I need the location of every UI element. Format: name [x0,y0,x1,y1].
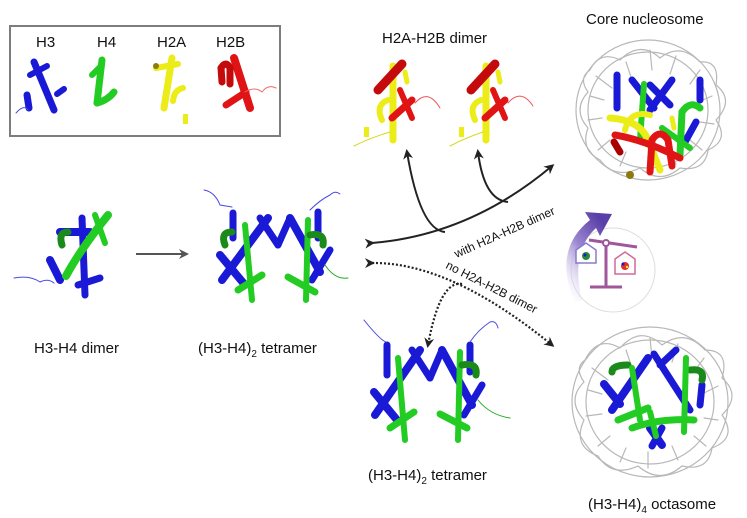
with-dimer-branch-arrow-2 [473,149,509,203]
tetramer-label: (H3-H4)2 tetramer [198,340,317,360]
h3-h4-dimer-label: H3-H4 dimer [34,340,120,357]
tetramer-suffix: tetramer [426,467,487,484]
with-dimer-branch-arrow-1 [403,149,446,233]
tetramer-prefix: (H3-H4) [368,467,422,484]
no-dimer-pathway [364,258,555,348]
tetramer-prefix: (H3-H4) [198,340,252,357]
h2b-structure-icon [217,54,277,112]
tetramer-label-2: (H3-H4)2 tetramer [368,467,487,487]
no-dimer-main-arrow [364,258,555,347]
octasome-structure [571,326,733,478]
tetramer-structure [203,189,349,303]
octasome-label: (H3-H4)4 octasome [588,496,716,516]
with-dimer-main-arrow [364,164,555,249]
octasome-dna-wrap [571,326,733,478]
legend-label-h4: H4 [97,34,117,51]
legend-label-h3: H3 [36,34,56,51]
tetramer-subscript: 2 [251,349,257,360]
h4-structure-icon [89,56,118,107]
h2a-h2b-dimer-label: H2A-H2B dimer [382,30,488,47]
tetramer-structure-2 [363,319,511,443]
legend-label-h2a: H2A [157,34,187,51]
equilibrium-balance-icon [566,212,656,313]
histone-legend-box [9,25,281,137]
octasome-subscript: 4 [641,505,647,516]
octasome-suffix: octasome [646,496,717,513]
octasome-prefix: (H3-H4) [588,496,642,513]
legend-label-h2b: H2B [216,34,246,51]
h3-structure-icon [15,58,67,114]
h2a-h2b-dimer-structure-1 [353,59,441,147]
h2a-h2b-dimer-structure-2 [449,59,534,147]
core-nucleosome-structure [575,39,727,181]
h3-h4-dimer-structure [13,211,112,299]
tetramer-subscript: 2 [421,476,427,487]
tetramer-suffix: tetramer [256,340,317,357]
with-dimer-pathway [364,149,555,249]
no-dimer-branch-arrow [424,282,463,348]
core-nucleosome-label: Core nucleosome [586,11,704,28]
h2a-structure-icon [153,54,188,124]
